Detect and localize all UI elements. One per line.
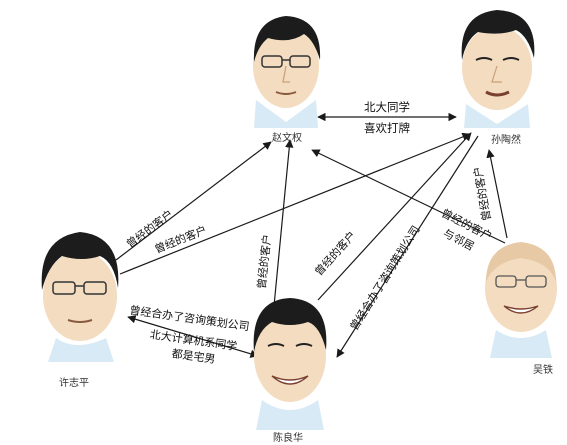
arrow-sun-chen (336, 135, 479, 358)
name-xu: 许志平 (59, 376, 89, 389)
label-sun-chen: 曾经合办了咨询策划公司 (347, 223, 423, 333)
arrow-chen-zhao (273, 139, 294, 307)
name-wu: 吴铁 (533, 363, 553, 376)
arrow-xu-chen (127, 315, 259, 358)
relation-arrows (115, 112, 508, 358)
portrait-zhao (253, 16, 321, 128)
arrow-xu-zhao (115, 141, 272, 261)
name-chen: 陈良华 (273, 431, 303, 444)
arrow-xu-sun (119, 132, 471, 275)
label-zhao-sun-1: 北大同学 (364, 100, 410, 114)
portrait-xu (41, 232, 119, 362)
arrow-chen-sun (317, 132, 472, 301)
name-sun: 孙陶然 (491, 133, 521, 146)
label-chen-zhao: 曾经的客户 (254, 234, 274, 290)
label-xu-chen-3: 都是宅男 (171, 346, 217, 366)
arrow-wu-zhao (311, 149, 506, 244)
name-zhao: 赵文权 (272, 131, 302, 144)
label-wu-sun: 曾经的客户 (470, 165, 493, 222)
label-chen-sun: 曾经的客户 (311, 228, 358, 278)
portrait-wu (485, 242, 557, 358)
label-zhao-sun-2: 喜欢打牌 (364, 121, 410, 135)
arrow-wu-sun (486, 149, 508, 239)
portrait-chen (253, 298, 327, 430)
label-xu-chen-1: 曾经合办了咨询策划公司 (129, 303, 251, 334)
portrait-sun (461, 10, 535, 128)
